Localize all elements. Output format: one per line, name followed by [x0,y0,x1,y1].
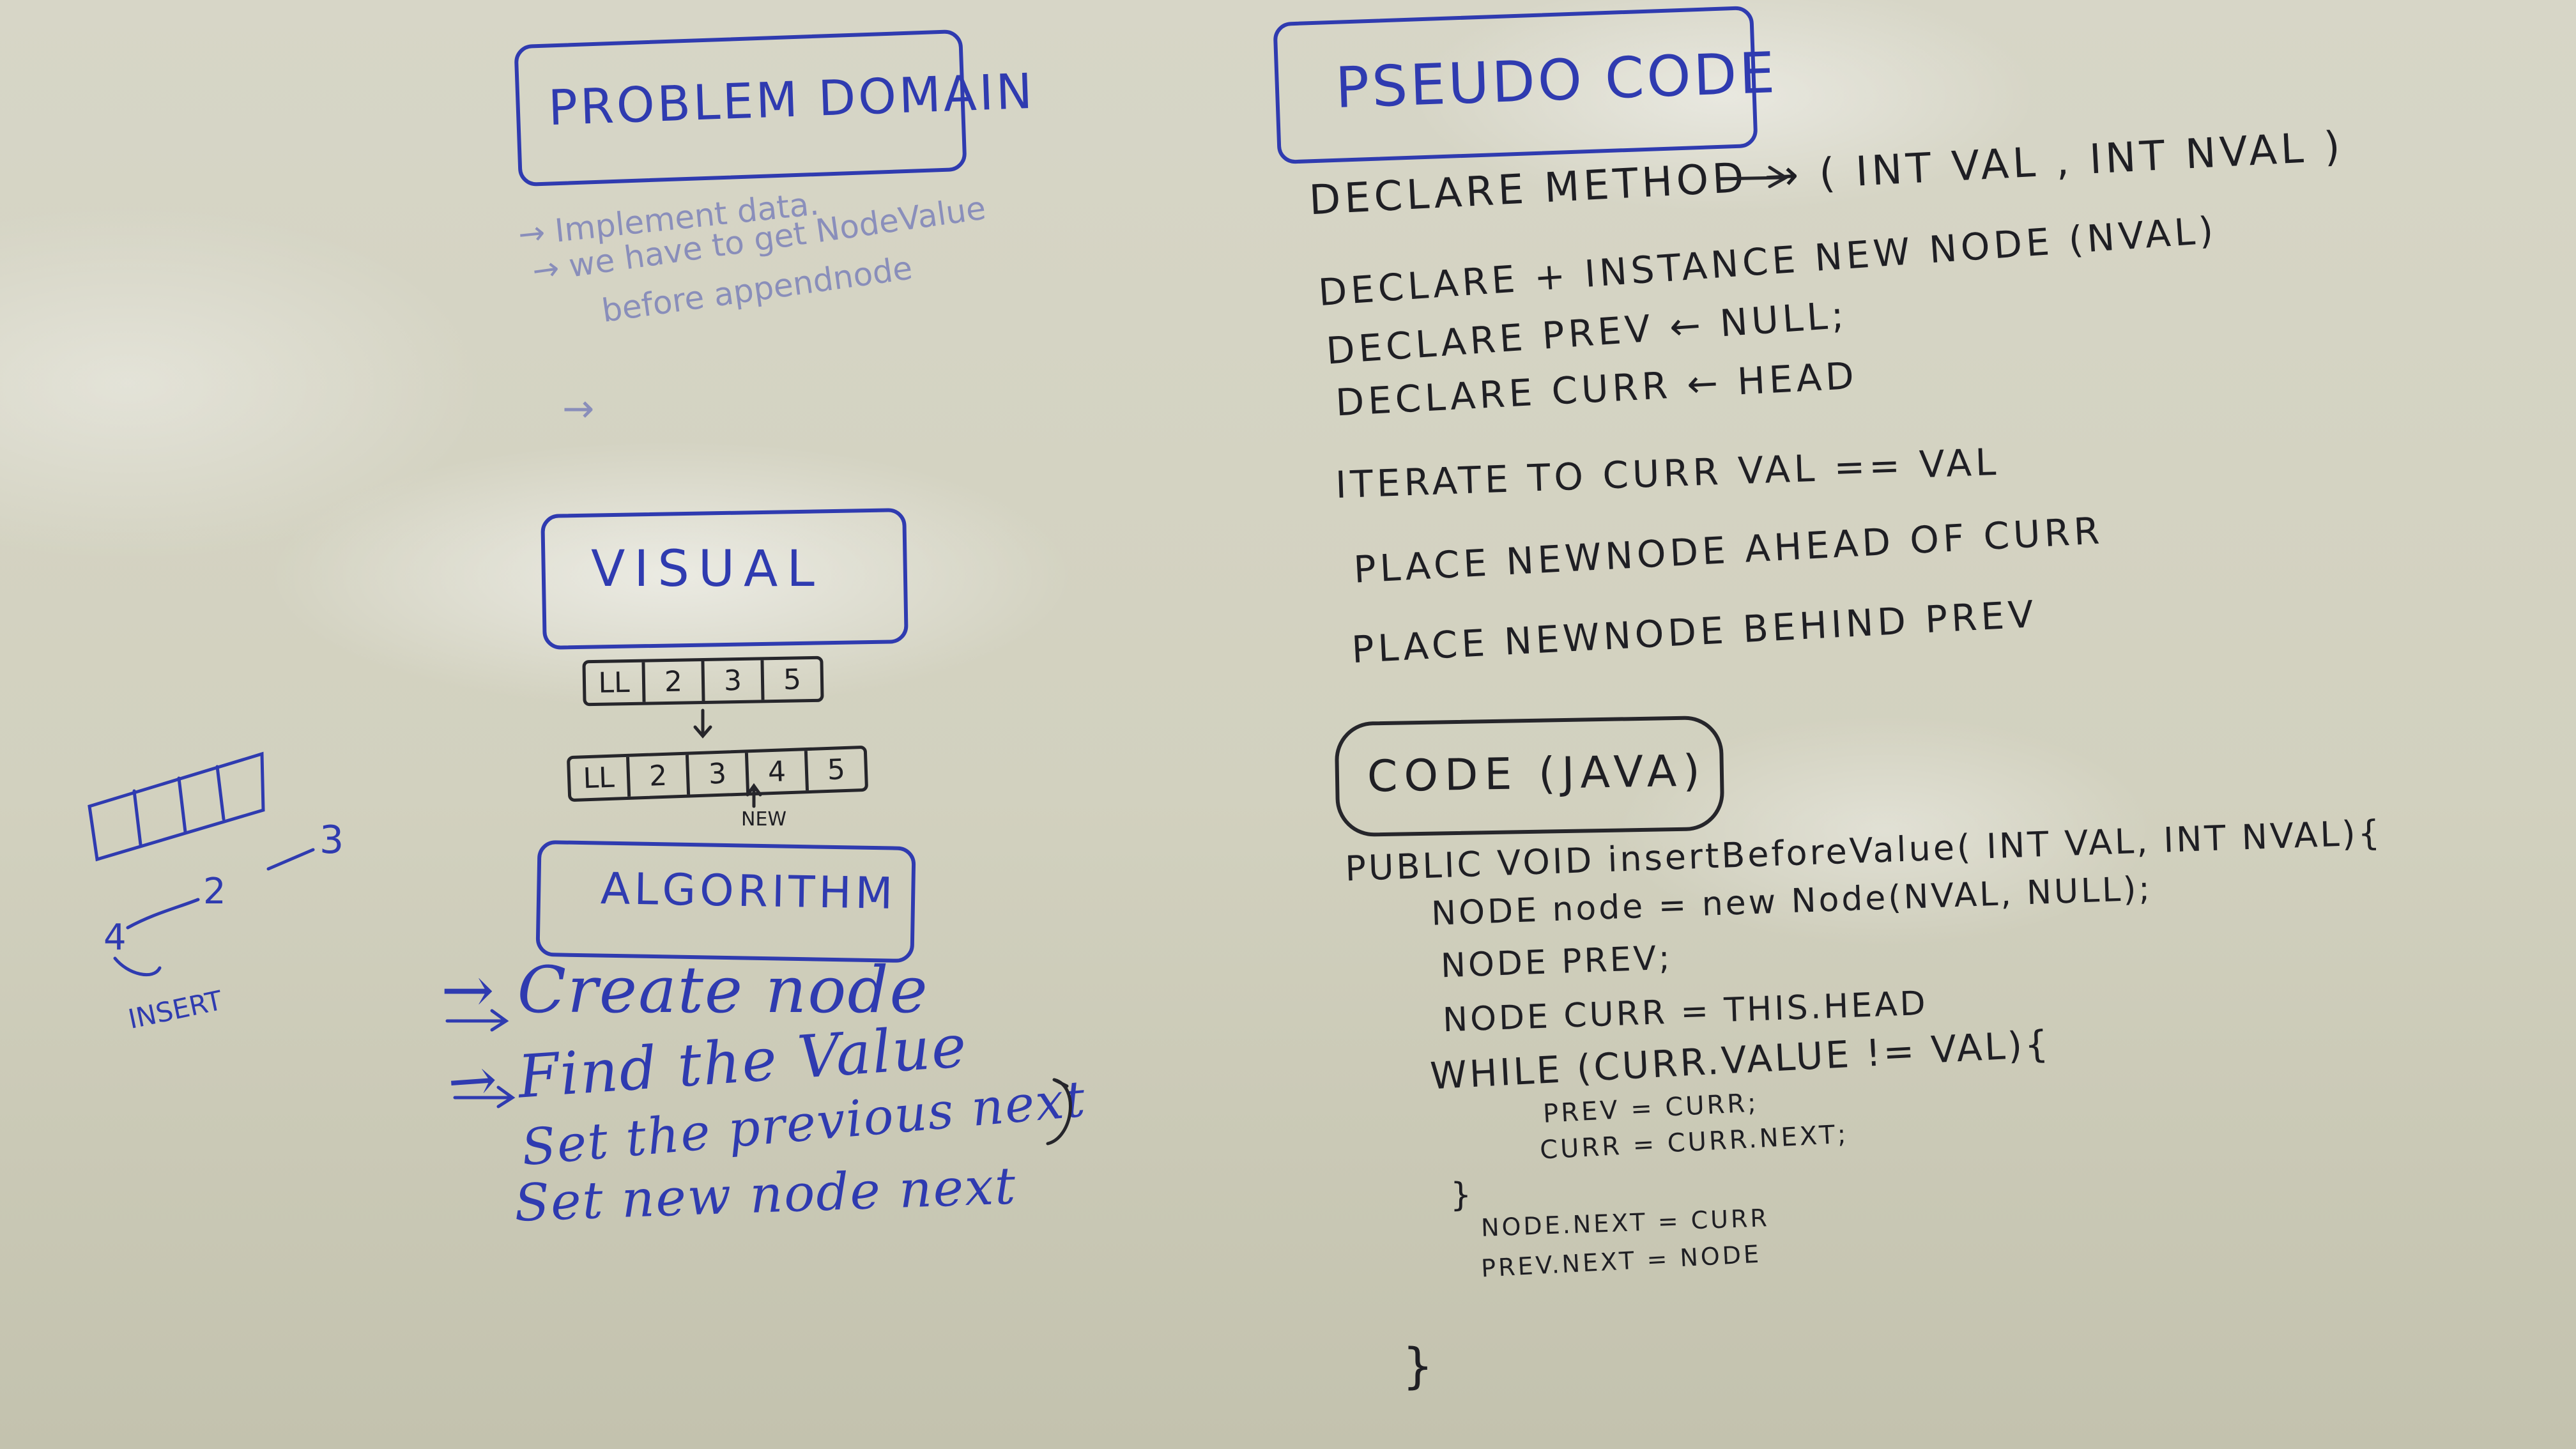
sketch-insert-arrow [113,956,162,977]
new-node-arrow [746,783,762,808]
code-line-8: } [1450,1176,1475,1215]
set-next-loop-arrow [1046,1078,1072,1146]
step-arrow-2 [453,1085,516,1108]
sketch-node-3: 3 [319,818,344,862]
new-node-label: NEW [741,808,787,831]
algorithm-step-1: → Create node [441,953,929,1027]
sketch-node-2: 2 [203,871,226,912]
sketch-node-link [126,848,315,930]
code-line-11: } [1402,1337,1436,1394]
sketch-node-4: 4 [103,917,126,958]
sketch-array-box [88,751,265,862]
down-arrow [693,709,712,739]
pseudo-arrow [1717,165,1789,188]
step-arrow-1 [445,1009,509,1032]
problem-note-4: → [562,387,595,431]
visual-title: VISUAL [591,540,824,598]
